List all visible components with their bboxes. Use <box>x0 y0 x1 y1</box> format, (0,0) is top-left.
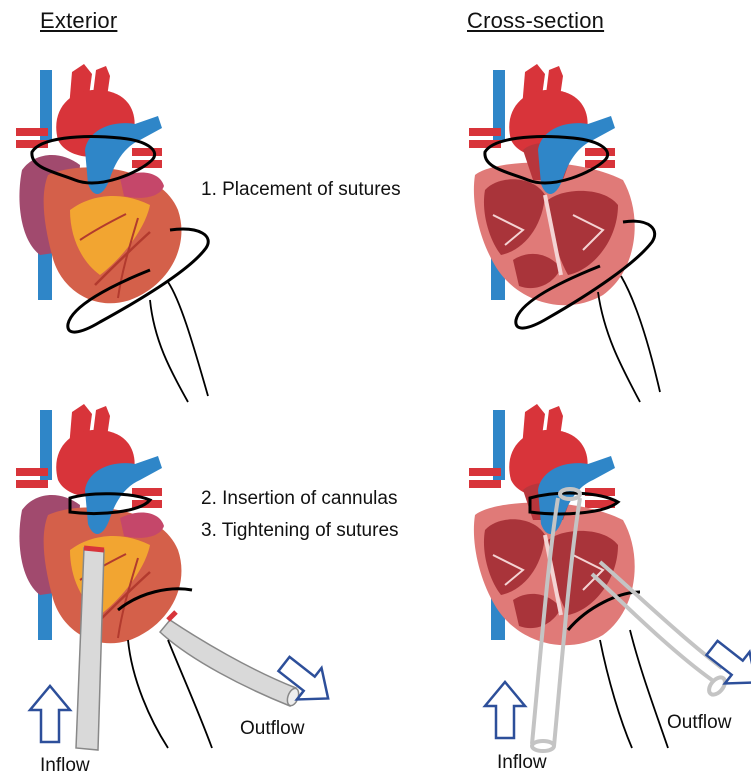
heart-cross-section-top <box>469 64 635 305</box>
suture-threads-section-top <box>598 276 660 402</box>
cannula-outflow-exterior <box>160 612 301 707</box>
inflow-arrow-right <box>485 682 525 738</box>
suture-threads-section-bottom <box>600 630 668 748</box>
suture-threads-exterior-top <box>150 282 208 402</box>
inflow-arrow-left <box>30 686 70 742</box>
outflow-arrow-left <box>272 648 341 714</box>
heart-cross-section-bottom <box>469 404 635 645</box>
